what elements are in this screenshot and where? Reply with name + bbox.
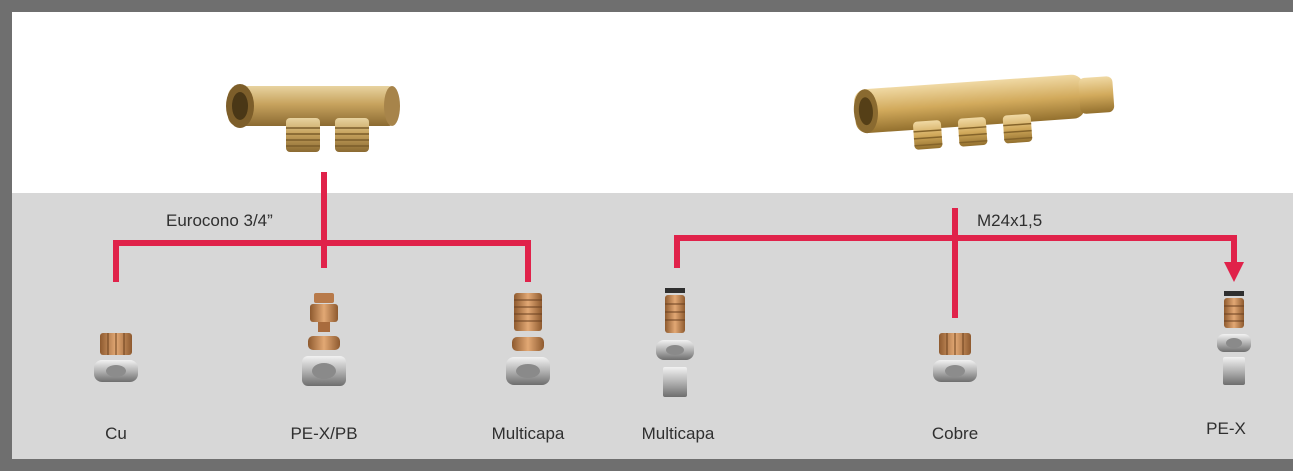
manifold-two-outlet-icon (226, 84, 400, 152)
arrow-head-icon (1224, 262, 1244, 282)
connection-label-eurocono: Eurocono 3/4” (166, 211, 273, 231)
fitting-three-piece-icon (302, 293, 346, 386)
fitting-sleeve-icon (1217, 291, 1251, 385)
fitting-label-multicapa-1: Multicapa (492, 424, 565, 444)
manifold-three-outlet-icon (852, 72, 1116, 154)
fitting-label-cobre: Cobre (932, 424, 978, 444)
connection-label-m24: M24x1,5 (977, 211, 1042, 231)
fitting-label-pex: PE-X (1206, 419, 1246, 439)
fitting-label-multicapa-2: Multicapa (642, 424, 715, 444)
fitting-compression-icon (933, 333, 977, 382)
fitting-compression-icon (94, 333, 138, 382)
fitting-label-pex-pb: PE-X/PB (290, 424, 357, 444)
fitting-label-cu: Cu (105, 424, 127, 444)
connector-lines-group-2 (677, 208, 1244, 318)
fitting-multilayer-icon (506, 293, 550, 385)
fitting-sleeve-icon (656, 288, 694, 397)
